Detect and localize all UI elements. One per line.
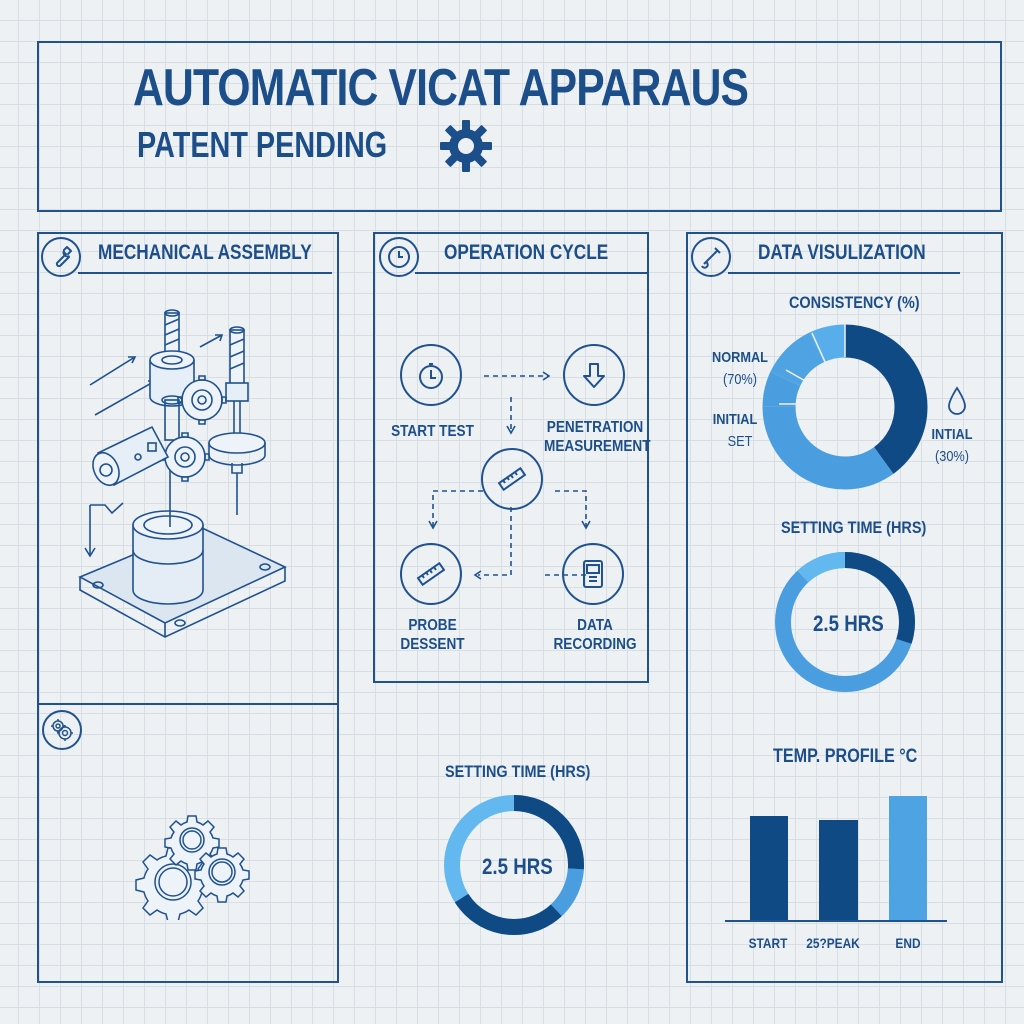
penetration-measurement-step[interactable] xyxy=(563,344,625,406)
operation-cycle-title: OPERATION CYCLE xyxy=(444,241,609,264)
data-viz-title-rule xyxy=(728,272,960,274)
data-visualization-title: DATA VISULIZATION xyxy=(758,241,926,264)
page-subtitle: PATENT PENDING xyxy=(137,124,388,165)
operation-cycle-panel xyxy=(373,232,649,683)
temp-profile-chart xyxy=(725,795,957,925)
mechanical-divider xyxy=(37,703,339,705)
data-recording-label-line1: DATA xyxy=(577,617,613,634)
initial-30-label-line1: INTIAL xyxy=(931,426,973,443)
bar-end xyxy=(889,796,927,920)
stopwatch-icon xyxy=(419,363,443,389)
bar-start xyxy=(750,816,788,920)
water-drop-icon xyxy=(946,386,968,416)
consistency-donut xyxy=(762,324,928,490)
probe-label-line2: DESSENT xyxy=(400,636,465,653)
start-test-step[interactable] xyxy=(400,344,462,406)
operation-title-rule xyxy=(415,272,648,274)
ruler-icon xyxy=(416,561,446,587)
data-viz-setting-time-title: SETTING TIME (HRS) xyxy=(781,518,927,537)
probe-label-line1: PROBE xyxy=(408,617,457,634)
wrench-icon xyxy=(41,237,81,277)
probe-icon xyxy=(691,237,731,277)
data-viz-setting-time-donut xyxy=(772,549,918,695)
clock-icon xyxy=(379,237,419,277)
initial-set-label-line2: SET xyxy=(727,433,753,450)
three-gears-drawing xyxy=(130,800,250,920)
temp-profile-title: TEMP. PROFILE °C xyxy=(773,746,918,767)
mechanical-title-rule xyxy=(78,272,332,274)
data-viz-setting-time-value: 2.5 HRS xyxy=(813,611,884,636)
penetration-label-line1: PENETRATION xyxy=(546,419,644,436)
x-axis xyxy=(725,920,947,922)
vicat-apparatus-drawing xyxy=(60,305,320,665)
storage-device-icon xyxy=(583,560,603,588)
bar-label-start: START xyxy=(748,935,788,951)
gears-icon xyxy=(42,710,82,750)
normal-label-line1: NORMAL xyxy=(712,349,768,366)
ruler-step[interactable] xyxy=(481,448,543,510)
bar-label-peak: 25?PEAK xyxy=(806,935,860,951)
bar-peak xyxy=(819,820,858,920)
operation-setting-time-title: SETTING TIME (HRS) xyxy=(445,762,591,781)
data-recording-step[interactable] xyxy=(562,543,624,605)
bar-label-end: END xyxy=(895,935,921,951)
consistency-title: CONSISTENCY (%) xyxy=(789,293,920,312)
operation-setting-time-value: 2.5 HRS xyxy=(482,854,553,879)
header-panel xyxy=(37,41,1002,212)
ruler-icon xyxy=(497,466,527,492)
initial-set-label-line1: INITIAL xyxy=(712,411,758,428)
normal-label-line2: (70%) xyxy=(722,371,757,388)
probe-descent-step[interactable] xyxy=(400,543,462,605)
gear-icon xyxy=(438,118,494,174)
data-recording-label-line2: RECORDING xyxy=(553,636,637,653)
flow-connectors xyxy=(428,371,591,580)
down-arrow-icon xyxy=(583,363,605,388)
initial-30-label-line2: (30%) xyxy=(934,448,969,465)
start-test-label: START TEST xyxy=(391,423,474,440)
data-visualization-panel xyxy=(686,232,1003,983)
page-title: AUTOMATIC VICAT APPARAUS xyxy=(133,59,749,117)
mechanical-assembly-title: MECHANICAL ASSEMBLY xyxy=(98,241,312,264)
penetration-label-line2: MEASUREMENT xyxy=(544,438,651,455)
operation-setting-time-donut xyxy=(441,792,587,938)
mechanical-assembly-panel xyxy=(37,232,339,983)
